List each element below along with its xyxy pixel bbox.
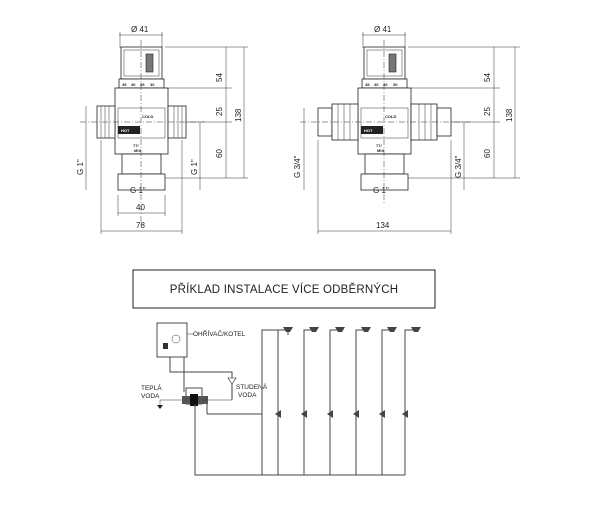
valve-left-drawing: Ø 41 45 40 35 30 COLD HOT 77/ MIX G 1" <box>76 25 248 234</box>
dim-diameter-r: Ø 41 <box>374 25 392 34</box>
shower-head-icon <box>387 327 397 332</box>
hot-water-label-1: TEPLÁ <box>141 383 162 392</box>
valve-right-drawing: Ø 41 45 40 35 30 COLD HOT 77/ MIX G 1" G 3… <box>293 25 520 234</box>
valve-cap <box>120 46 163 80</box>
label-cold: COLD <box>142 114 153 119</box>
dim-height-bottom-r: 60 <box>483 149 492 158</box>
shower-head-icon <box>283 327 293 332</box>
return-pipe <box>194 404 405 476</box>
outlet-2 <box>301 327 319 475</box>
valve-icon <box>301 410 307 418</box>
shower-head-icon <box>309 327 319 332</box>
dim-height-total: 138 <box>234 108 243 122</box>
label-hot-r: HOT <box>364 128 373 133</box>
svg-text:77/: 77/ <box>376 143 382 148</box>
cold-water-label-2: VODA <box>238 392 257 399</box>
label-mix-r: MIX <box>377 148 384 153</box>
title-box <box>132 269 436 309</box>
label-cold-r: COLD <box>385 114 396 119</box>
port-right-label: G 1" <box>190 159 199 175</box>
dim-width-inner: 40 <box>136 203 145 212</box>
outlet-bottom <box>121 153 162 175</box>
valve-icon <box>353 410 359 418</box>
outlet-6 <box>402 327 421 475</box>
svg-text:35: 35 <box>383 82 388 87</box>
shower-head-icon <box>361 327 371 332</box>
dim-height-mid: 25 <box>215 107 224 116</box>
svg-text:40: 40 <box>374 82 379 87</box>
svg-text:30: 30 <box>393 82 398 87</box>
svg-text:30: 30 <box>150 82 155 87</box>
cold-water-label-1: STUDENÁ <box>236 382 268 391</box>
svg-text:77/: 77/ <box>133 143 139 148</box>
valve-icon <box>379 410 385 418</box>
valve-icon <box>275 410 281 418</box>
outlet-4 <box>353 327 371 475</box>
dim-height-top: 54 <box>215 73 224 82</box>
port-right-label-r: G 3/4" <box>454 155 463 178</box>
install-title: PŘÍKLAD INSTALACE VÍCE ODBĚRNÝCH <box>170 283 399 296</box>
port-bottom-label: G 1" <box>130 186 146 195</box>
outlet-1 <box>261 327 293 475</box>
port-bottom-label-r: G 1" <box>373 186 389 195</box>
label-mix: MIX <box>134 148 141 153</box>
svg-text:45: 45 <box>122 82 127 87</box>
installation-example: PŘÍKLAD INSTALACE VÍCE ODBĚRNÝCH OHŘÍVAČ… <box>132 269 436 476</box>
hot-water-label-2: VODA <box>141 393 160 400</box>
valve-icon <box>327 410 333 418</box>
svg-text:40: 40 <box>131 82 136 87</box>
svg-text:45: 45 <box>365 82 370 87</box>
dim-height-mid-r: 25 <box>483 107 492 116</box>
dim-height-top-r: 54 <box>483 73 492 82</box>
valve-cap-r <box>363 46 406 80</box>
dim-width-outer-r: 134 <box>376 221 390 230</box>
boiler-label: OHŘÍVAČ/KOTEL <box>193 329 246 338</box>
valve-body-r <box>357 87 412 155</box>
shower-head-icon <box>411 327 421 332</box>
hot-band <box>118 126 140 134</box>
label-hot: HOT <box>121 128 130 133</box>
port-left-label: G 1" <box>76 159 85 175</box>
knob-marker <box>145 53 154 73</box>
cold-flow-arrow-icon <box>227 377 237 385</box>
valve-body <box>114 87 169 155</box>
boiler-gauge-icon <box>171 334 181 344</box>
dim-width-outer: 78 <box>136 221 145 230</box>
svg-text:35: 35 <box>140 82 145 87</box>
port-left-label-r: G 3/4" <box>293 155 302 178</box>
valve-icon <box>402 410 408 418</box>
dim-height-total-r: 138 <box>505 108 514 122</box>
outlet-3 <box>327 327 345 475</box>
dim-height-bottom: 60 <box>215 149 224 158</box>
outlets <box>206 327 421 475</box>
shower-head-icon <box>335 327 345 332</box>
dim-diameter: Ø 41 <box>131 25 149 34</box>
outlet-5 <box>379 327 397 475</box>
